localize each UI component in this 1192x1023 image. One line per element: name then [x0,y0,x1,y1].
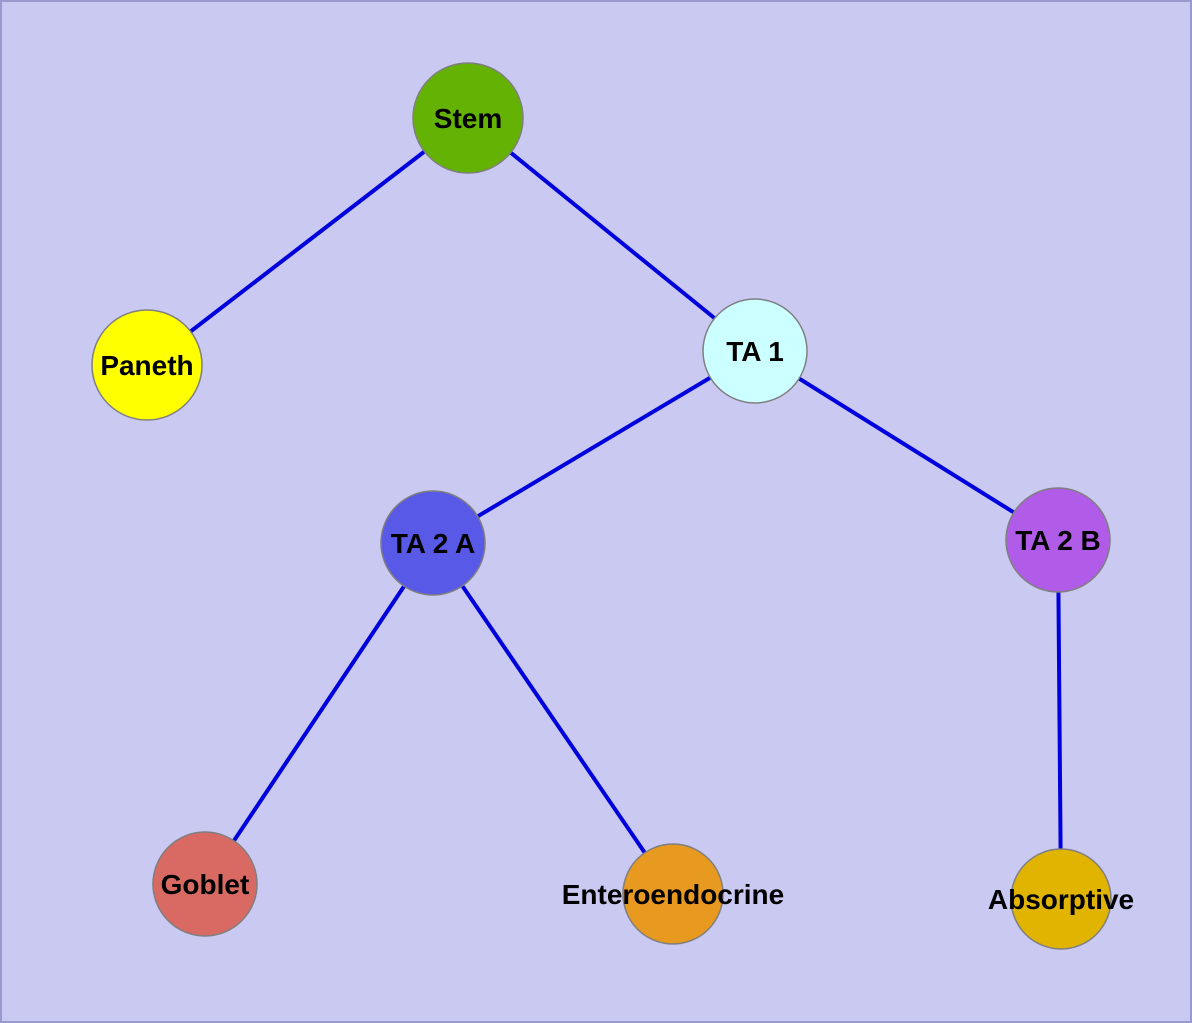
edge-ta2a-goblet [203,541,435,886]
edge-stem-ta1 [466,116,757,353]
edge-ta2a-enteroendocrine [431,541,675,896]
node-label-ta2a: TA 2 A [391,528,476,559]
edge-stem-paneth [145,116,470,367]
node-label-ta1: TA 1 [726,336,784,367]
edge-ta1-ta2b [753,349,1060,542]
node-ta1[interactable] [702,298,808,404]
node-label-paneth: Paneth [100,350,193,381]
node-label-ta2b: TA 2 B [1015,525,1101,556]
node-paneth[interactable] [91,309,203,421]
node-label-goblet: Goblet [161,869,250,900]
node-stem[interactable] [412,62,524,174]
node-ta2b[interactable] [1005,487,1111,593]
node-goblet[interactable] [152,831,258,937]
node-absorptive[interactable] [1010,848,1112,950]
node-label-enteroendocrine: Enteroendocrine [562,879,784,910]
node-label-absorptive: Absorptive [988,884,1134,915]
node-ta2a[interactable] [380,490,486,596]
node-label-stem: Stem [434,103,502,134]
edge-ta2b-absorptive [1056,539,1063,900]
edge-ta1-ta2a [431,349,757,545]
node-enteroendocrine[interactable] [622,843,724,945]
